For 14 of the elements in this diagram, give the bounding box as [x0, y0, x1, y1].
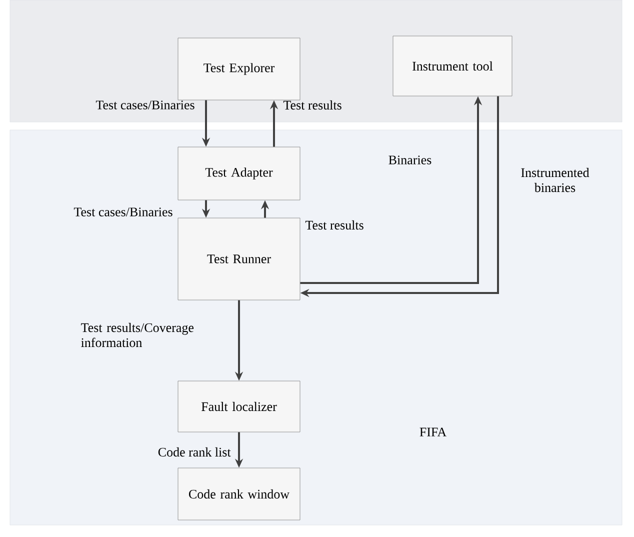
process-box: Code rank window — [178, 468, 300, 520]
process-box: Fault localizer — [178, 380, 300, 432]
edge-label: Test results/Coverage information — [81, 322, 194, 348]
process-box: Test Runner — [178, 218, 300, 300]
process-box: Test Adapter — [178, 146, 300, 200]
edge-label: Test results — [305, 220, 364, 230]
edge-label: Code rank list — [158, 447, 231, 457]
process-box: Test Explorer — [178, 38, 300, 100]
process-box: Instrument tool — [392, 36, 512, 96]
edge-label: Test cases/Binaries — [74, 208, 172, 216]
edge-label: Test cases/Binaries — [96, 100, 194, 110]
edge-label: Instrumented binaries — [521, 168, 590, 192]
edge-label: Binaries — [388, 156, 432, 164]
edge-label: Test results — [283, 100, 342, 110]
